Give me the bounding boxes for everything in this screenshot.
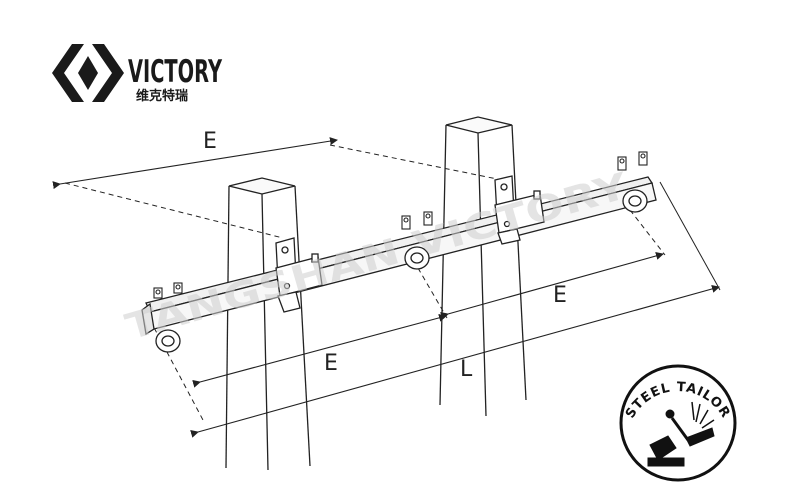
bolt-right-pair bbox=[617, 151, 648, 171]
dimension-arrows bbox=[52, 137, 720, 438]
watermark-text: TANGSHAN VICTORY bbox=[121, 166, 633, 349]
extension-lines-solid bbox=[659, 181, 721, 291]
dim-label-e-bottom: E bbox=[324, 351, 338, 376]
logo-name: VICTORY bbox=[128, 54, 222, 90]
eye-hooks bbox=[155, 189, 648, 353]
clamp-right bbox=[494, 175, 545, 245]
dim-label-l-total: L bbox=[460, 357, 473, 382]
dim-line-l-total bbox=[190, 285, 720, 438]
eye-hook-right-icon bbox=[622, 189, 648, 213]
bolts bbox=[153, 151, 648, 299]
logo-subtitle: 维克特瑞 bbox=[136, 88, 188, 104]
dim-line-e-bottom bbox=[192, 313, 447, 388]
dim-line-e-top bbox=[52, 137, 338, 190]
eye-hook-mid-icon bbox=[404, 246, 430, 270]
pole-left bbox=[225, 177, 311, 471]
logo-mark-icon bbox=[52, 44, 124, 102]
pole-right bbox=[439, 116, 527, 417]
steel-tailor-badge: STEEL TAILOR bbox=[619, 364, 737, 482]
dim-label-e-right: E bbox=[553, 283, 567, 308]
victory-logo: VICTORY 维克特瑞 bbox=[52, 44, 222, 104]
bolt-mid-pair bbox=[401, 211, 433, 230]
eye-hook-left-icon bbox=[155, 329, 181, 353]
clamp-left bbox=[275, 237, 323, 313]
bolt-left-pair bbox=[153, 282, 183, 299]
dim-label-e-top: E bbox=[203, 129, 217, 154]
welder-icon bbox=[647, 401, 715, 467]
